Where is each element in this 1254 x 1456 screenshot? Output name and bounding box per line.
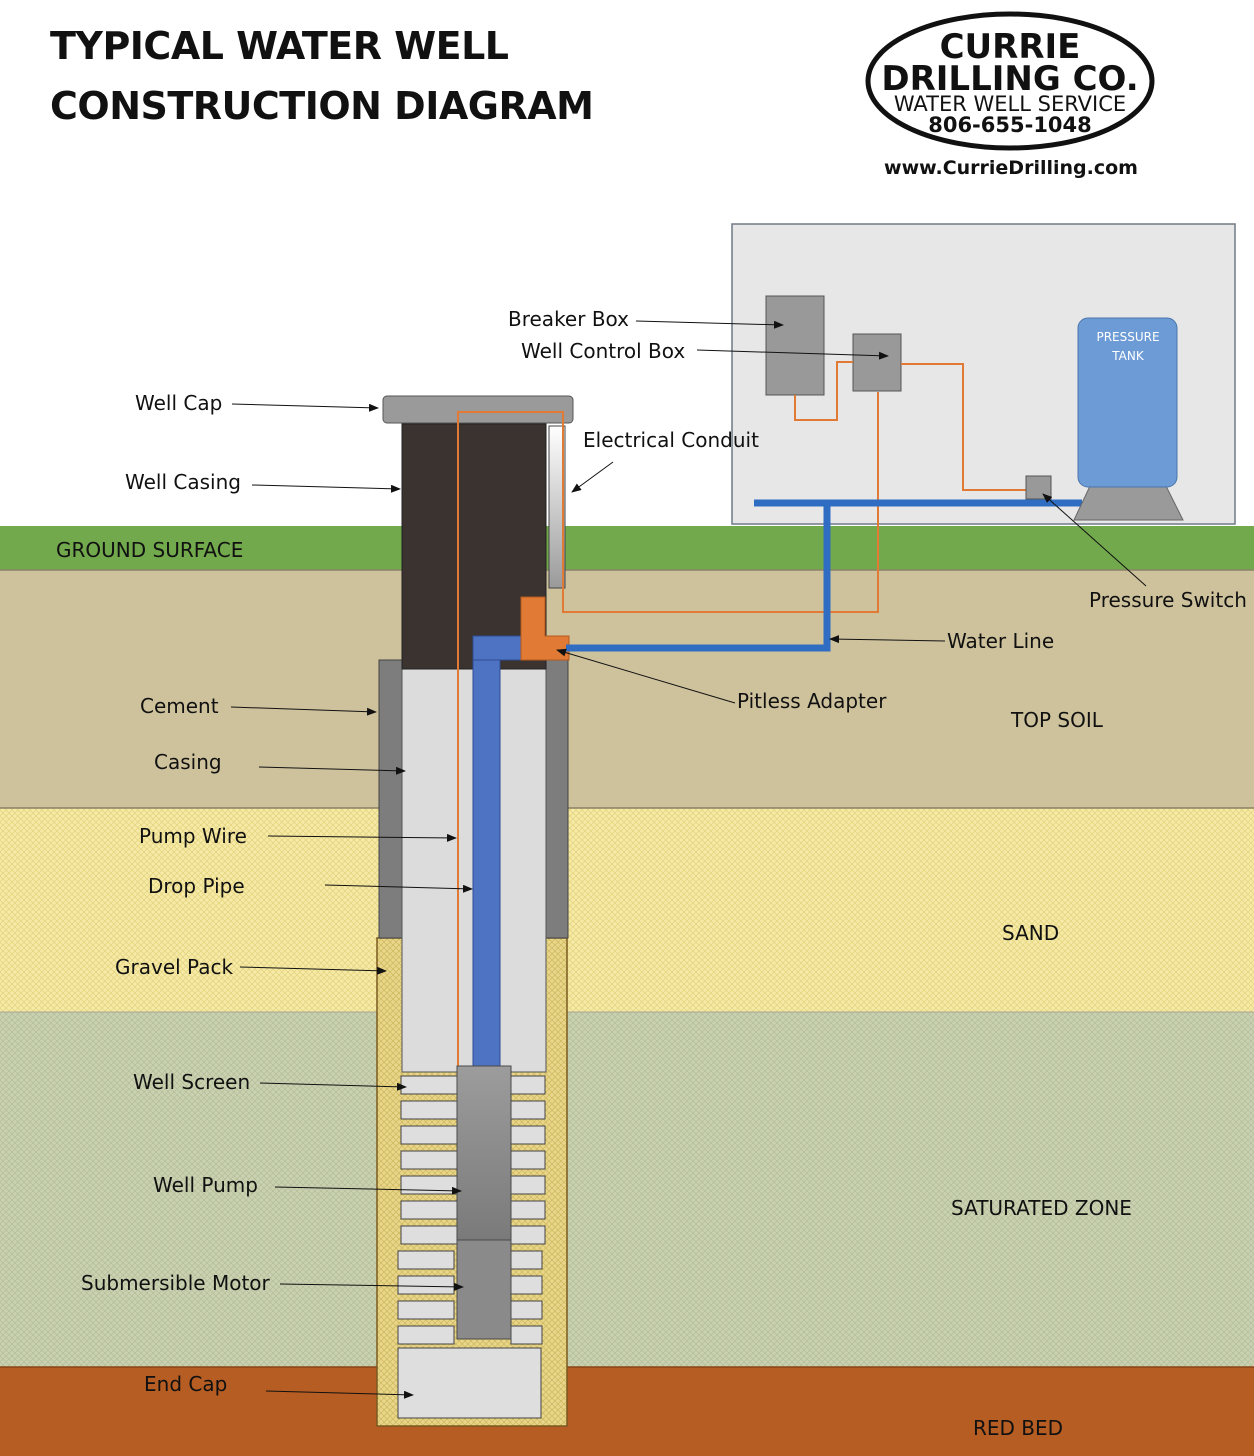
screen-slat [510,1250,543,1270]
label-ground-surface: GROUND SURFACE [56,538,243,562]
arrow-pressure-switch [1042,493,1147,587]
screen-slat [400,1125,458,1145]
arrow-submersible-motor [279,1282,464,1291]
label-electrical-conduit: Electrical Conduit [583,428,759,452]
leader-arrows [230,320,1147,1399]
label-well-screen: Well Screen [133,1070,250,1094]
label-water-line: Water Line [947,629,1054,653]
label-drop-pipe: Drop Pipe [148,874,245,898]
layer-ground-surface [0,526,1254,570]
screen-slat [400,1200,458,1220]
arrow-well-casing [251,484,401,493]
screen-slat [397,1300,455,1320]
submersible-motor [456,1239,512,1340]
screen-slat [397,1275,455,1295]
label-pitless-adapter: Pitless Adapter [737,689,887,713]
arrow-well-pump [274,1186,462,1195]
arrow-breaker-box [635,320,784,329]
screen-slat [510,1075,546,1095]
screen-slat [397,1250,455,1270]
label-end-cap: End Cap [144,1372,227,1396]
layer-top-soil [0,570,1254,808]
arrow-end-cap [265,1390,414,1399]
screen-slat [400,1150,458,1170]
drop-pipe-elbow [472,635,524,661]
cement-right [545,659,569,939]
layer-saturated-zone [0,1012,1254,1367]
arrow-gravel-pack [239,966,387,975]
layer-sand [0,808,1254,1012]
label-red-bed: RED BED [973,1416,1063,1440]
pressure-tank-label-2: TANK [1111,349,1145,363]
pump-wire [457,392,879,1066]
well-cap [382,395,574,424]
company-logo: CURRIE DRILLING CO. WATER WELL SERVICE 8… [865,11,1155,151]
diagram-title-line2: CONSTRUCTION DIAGRAM [50,84,594,128]
control-to-switch-wire [901,363,1026,491]
label-sand: SAND [1002,921,1059,945]
logo-line3: WATER WELL SERVICE [894,92,1126,116]
screen-slat [400,1225,458,1245]
website-link[interactable]: www.CurrieDrilling.com [884,157,1138,179]
label-well-pump: Well Pump [153,1173,258,1197]
label-casing: Casing [154,750,222,774]
cement-left [378,659,403,939]
arrow-drop-pipe [324,884,473,893]
screen-slat [400,1100,458,1120]
drop-pipe [472,635,501,1071]
screen-slat [510,1300,543,1320]
arrow-well-screen [259,1082,407,1091]
water-line [566,499,831,652]
arrow-well-control-box [696,349,889,360]
arrow-electrical-conduit [571,461,614,493]
arrow-pitless-adapter [556,648,736,704]
well-pump [456,1065,512,1243]
label-well-control-box: Well Control Box [521,339,685,363]
pressure-tank-base [1073,485,1184,521]
label-breaker-box: Breaker Box [508,307,629,331]
screen-slat [510,1175,546,1195]
breaker-box [765,295,825,396]
label-pressure-switch: Pressure Switch [1089,588,1247,612]
screen-slat [510,1125,546,1145]
logo-line1: CURRIE [940,27,1081,67]
diagram-title-line1: TYPICAL WATER WELL [50,24,509,68]
pressure-switch [1025,475,1052,500]
logo-line4: 806-655-1048 [928,113,1092,137]
arrow-pump-wire [267,833,457,842]
screen-slat [510,1100,546,1120]
screen-slat [510,1225,546,1245]
label-top-soil: TOP SOIL [1010,708,1104,732]
arrow-well-cap [231,403,379,412]
electrical-conduit [548,425,566,589]
breaker-to-control-wire [794,361,853,421]
screen-slat [510,1150,546,1170]
end-cap [397,1347,542,1419]
screen-slat [397,1325,455,1345]
well-screen [397,1075,546,1345]
arrow-cement [230,706,377,716]
screen-slat [510,1325,543,1345]
label-cement: Cement [140,694,219,718]
logo-line2: DRILLING CO. [881,59,1138,99]
label-saturated-zone: SATURATED ZONE [951,1196,1132,1220]
screen-slat [510,1200,546,1220]
label-pump-wire: Pump Wire [139,824,247,848]
arrow-water-line [829,635,946,644]
screen-slat [400,1075,458,1095]
pressure-tank-label-1: PRESSURE [1096,330,1159,344]
screen-slat [510,1275,543,1295]
pressure-tank [1077,317,1178,488]
label-well-casing: Well Casing [125,470,241,494]
label-well-cap: Well Cap [135,391,222,415]
well-control-box [852,333,902,392]
label-gravel-pack: Gravel Pack [115,955,233,979]
layer-red-bed [0,1367,1254,1456]
label-submersible-motor: Submersible Motor [81,1271,271,1295]
arrow-casing [258,766,406,775]
pitless-adapter [520,596,570,661]
screen-slat [400,1175,458,1195]
